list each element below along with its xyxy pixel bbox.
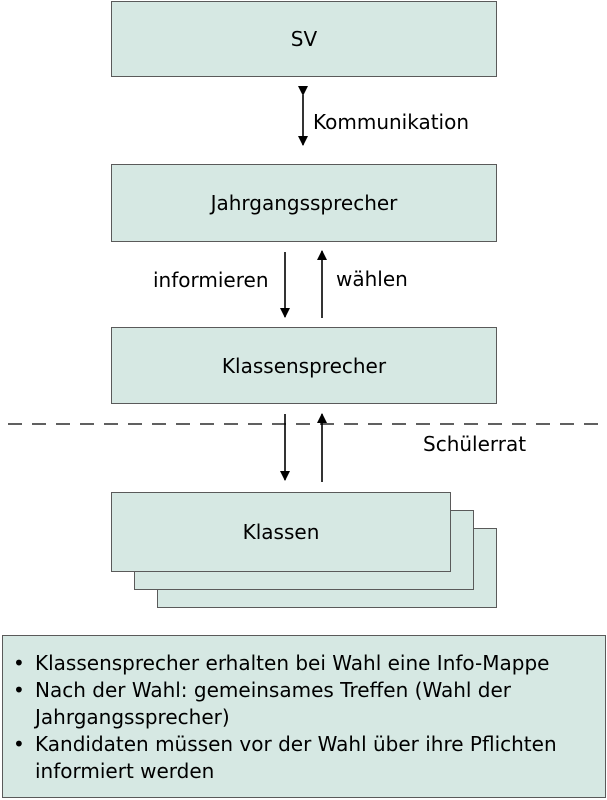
notes-box: • Klassensprecher erhalten bei Wahl eine… [2, 635, 606, 798]
sv-label: SV [290, 27, 318, 51]
notes-list: • Klassensprecher erhalten bei Wahl eine… [13, 650, 597, 785]
note-text: Kandidaten müssen vor der Wahl über ihre… [35, 732, 557, 783]
list-item: • Kandidaten müssen vor der Wahl über ih… [13, 731, 597, 785]
klassensprecher-box: Klassensprecher [111, 327, 497, 404]
klassensprecher-label: Klassensprecher [221, 353, 387, 378]
klassen-box: Klassen [111, 492, 451, 572]
bullet-icon: • [13, 732, 25, 756]
bullet-icon: • [13, 678, 25, 702]
note-text: Nach der Wahl: gemeinsames Treffen (Wahl… [35, 678, 512, 729]
kommunikation-label: Kommunikation [313, 110, 470, 134]
waehlen-label: wählen [336, 267, 408, 291]
jahrgangssprecher-label: Jahrgangssprecher [210, 191, 398, 215]
bullet-icon: • [13, 651, 25, 675]
sv-box: SV [111, 1, 497, 77]
jahrgangssprecher-box: Jahrgangssprecher [111, 164, 497, 242]
schuelerrat-label: Schülerrat [423, 432, 527, 456]
list-item: • Klassensprecher erhalten bei Wahl eine… [13, 650, 597, 677]
klassen-label: Klassen [242, 520, 320, 544]
note-text: Klassensprecher erhalten bei Wahl eine I… [35, 651, 550, 675]
list-item: • Nach der Wahl: gemeinsames Treffen (Wa… [13, 677, 597, 731]
informieren-label: informieren [153, 268, 269, 292]
